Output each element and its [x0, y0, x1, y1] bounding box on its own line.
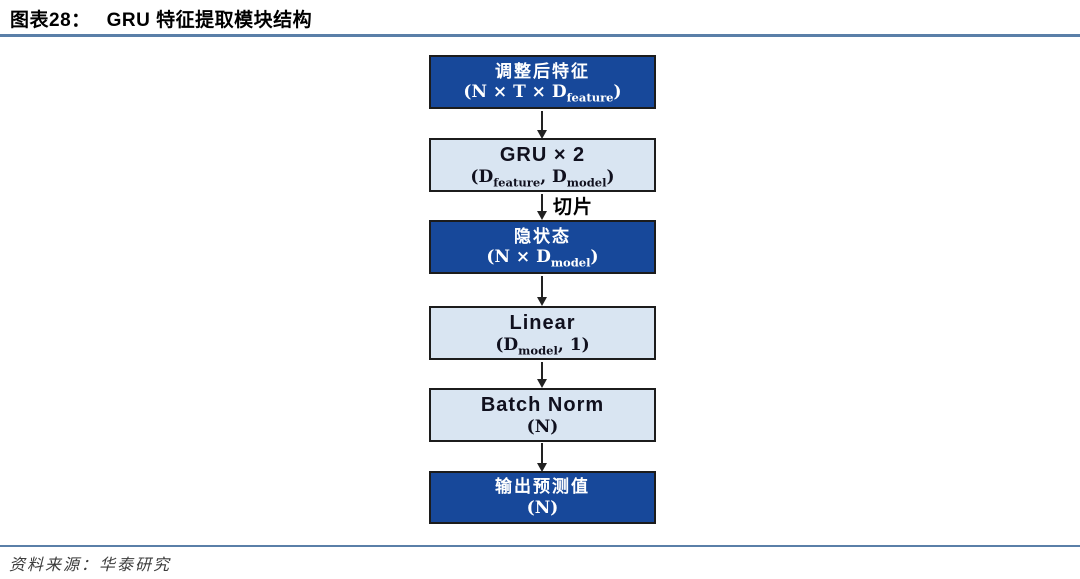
- node-dimensions: (Dfeature, Dmodel): [470, 166, 615, 190]
- dims-subscript: model: [566, 175, 607, 190]
- dims-text: ): [606, 166, 615, 187]
- flow-arrow: [537, 111, 547, 139]
- node-label: Batch Norm: [480, 393, 605, 416]
- flow-arrow: [537, 194, 547, 220]
- dims-text: (N × D: [486, 247, 551, 267]
- flow-arrow: [537, 276, 547, 306]
- node-dimensions: (N): [527, 498, 559, 518]
- node-label: GRU × 2: [499, 143, 586, 166]
- edge-label-slice: 切片: [553, 196, 594, 218]
- flow-node-output-prediction: 输出预测值 (N): [429, 471, 656, 524]
- node-dimensions: (N × Dmodel): [486, 247, 599, 270]
- flow-arrow: [537, 443, 547, 472]
- footer-divider-line: [0, 545, 1080, 547]
- node-dimensions: (N): [527, 417, 559, 437]
- node-dimensions: (Dmodel, 1): [495, 334, 590, 358]
- dims-text: (N): [526, 416, 559, 437]
- node-label: 输出预测值: [495, 477, 590, 498]
- dims-subscript: model: [518, 343, 558, 358]
- flow-arrow: [537, 362, 547, 388]
- flow-node-hidden-state: 隐状态 (N × Dmodel): [429, 220, 656, 274]
- flow-node-linear: Linear (Dmodel, 1): [429, 306, 656, 360]
- dims-text: , D: [540, 166, 567, 187]
- dims-text: ): [613, 82, 622, 102]
- dims-text: (D: [470, 166, 494, 187]
- dims-subscript: feature: [566, 90, 614, 105]
- dims-subscript: feature: [493, 175, 541, 190]
- dims-text: (N × T × D: [463, 82, 567, 102]
- dims-text: ): [590, 247, 599, 267]
- figure-number-label: 图表28：: [10, 10, 91, 31]
- node-label: Linear: [509, 311, 576, 334]
- node-label: 隐状态: [514, 226, 571, 247]
- dims-text: (N): [526, 497, 559, 518]
- node-label: 调整后特征: [495, 61, 590, 82]
- title-divider-line: [0, 34, 1080, 37]
- flow-node-adjusted-features: 调整后特征 (N × T × Dfeature): [429, 55, 656, 109]
- dims-text: (D: [495, 334, 519, 355]
- dims-subscript: model: [550, 255, 591, 270]
- flow-node-gru: GRU × 2 (Dfeature, Dmodel): [429, 138, 656, 192]
- flow-node-batch-norm: Batch Norm (N): [429, 388, 656, 442]
- figure-title: 图表28： GRU 特征提取模块结构: [10, 5, 312, 32]
- source-note: 资料来源：华泰研究: [9, 555, 172, 574]
- dims-text: , 1): [557, 334, 590, 355]
- figure-title-text: GRU 特征提取模块结构: [106, 10, 313, 31]
- node-dimensions: (N × T × Dfeature): [463, 82, 622, 105]
